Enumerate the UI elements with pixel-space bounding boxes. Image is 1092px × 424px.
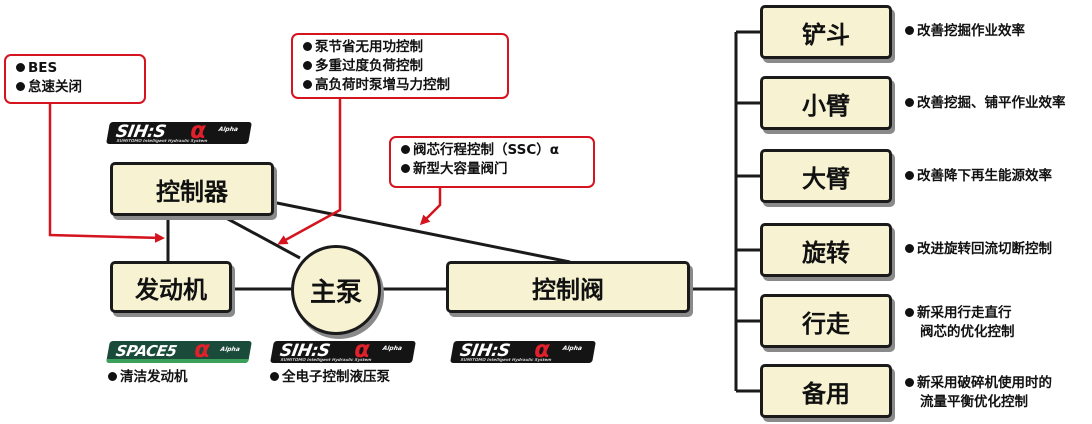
alpha-word: Alpha — [218, 126, 239, 133]
bullet-icon — [905, 244, 914, 253]
bullet-icon — [905, 171, 914, 180]
bullet-icon — [905, 98, 914, 107]
alpha-word: Alpha — [219, 346, 241, 353]
callout-pump: 泵节省无用功控制 多重过度负荷控制 高负荷时泵增马力控制 — [291, 33, 509, 99]
arrow-valve-callout — [419, 188, 442, 226]
function-box-swing: 旋转 — [760, 223, 892, 277]
pump-note: 全电子控制液压泵 — [270, 368, 390, 387]
line-controller-valve — [271, 200, 571, 264]
sihis-alpha-logo-valve: SIH:S α Alpha SUMITOMO Intelligent Hydra… — [450, 341, 596, 363]
function-box-travel: 行走 — [760, 294, 892, 348]
sihis-logo-subtitle: SUMITOMO Intelligent Hydraulic System — [116, 138, 208, 143]
space5-alpha-logo: SPACE5 α Alpha — [106, 341, 252, 363]
callout-item: 高负荷时泵增马力控制 — [303, 76, 499, 95]
space5-logo-text: SPACE5 — [114, 342, 179, 360]
callout-item: 泵节省无用功控制 — [303, 38, 499, 57]
sihis-alpha-logo-pump: SIH:S α Alpha SUMITOMO Intelligent Hydra… — [270, 341, 416, 363]
function-note-boom: 改善降下再生能源效率 — [905, 167, 1052, 186]
alpha-word: Alpha — [562, 345, 583, 352]
bullet-icon — [905, 26, 914, 35]
logo-stripe — [106, 359, 249, 363]
bullet-icon — [905, 308, 914, 317]
function-note-spare: 新采用破碎机使用时的 流量平衡优化控制 — [905, 374, 1052, 412]
bullet-icon — [303, 80, 312, 89]
sihis-alpha-logo-top: SIH:S α Alpha SUMITOMO Intelligent Hydra… — [106, 122, 252, 144]
alpha-word: Alpha — [382, 345, 403, 352]
function-box-bucket: 铲斗 — [760, 5, 892, 59]
main-pump-node: 主泵 — [291, 245, 381, 335]
bullet-icon — [401, 164, 410, 173]
engine-note: 清洁发动机 — [108, 368, 188, 387]
line-controller-pump — [214, 210, 301, 260]
arrow-pump-callout — [277, 95, 342, 245]
control-valve-node: 控制阀 — [446, 261, 690, 313]
bullet-icon — [905, 378, 914, 387]
bullet-icon — [303, 42, 312, 51]
bullet-icon — [303, 61, 312, 70]
bullet-icon — [16, 82, 25, 91]
arrow-bes-to-controller — [48, 80, 165, 243]
engine-node: 发动机 — [110, 261, 232, 313]
function-box-boom: 大臂 — [760, 149, 892, 203]
bullet-icon — [401, 145, 410, 154]
callout-valve: 阀芯行程控制（SSC）α 新型大容量阀门 — [389, 136, 595, 188]
sihis-logo-subtitle: SUMITOMO Intelligent Hydraulic System — [460, 357, 552, 362]
callout-item: 怠速关闭 — [16, 78, 136, 97]
function-note-bucket: 改善挖掘作业效率 — [905, 22, 1025, 41]
bullet-icon — [16, 63, 25, 72]
callout-controller: BES 怠速关闭 — [4, 54, 146, 104]
function-box-spare: 备用 — [760, 364, 892, 418]
function-note-travel: 新采用行走直行 阀芯的优化控制 — [905, 304, 1015, 342]
controller-node: 控制器 — [110, 162, 274, 216]
sihis-logo-subtitle: SUMITOMO Intelligent Hydraulic System — [280, 357, 372, 362]
callout-item: 新型大容量阀门 — [401, 160, 585, 179]
callout-item: 阀芯行程控制（SSC）α — [401, 141, 585, 160]
function-note-swing: 改进旋转回流切断控制 — [905, 240, 1052, 259]
function-note-arm: 改善挖掘、铺平作业效率 — [905, 94, 1066, 113]
bullet-icon — [108, 372, 117, 381]
callout-item: 多重过度负荷控制 — [303, 57, 499, 76]
bullet-icon — [270, 372, 279, 381]
callout-item: BES — [16, 59, 136, 78]
function-box-arm: 小臂 — [760, 76, 892, 130]
